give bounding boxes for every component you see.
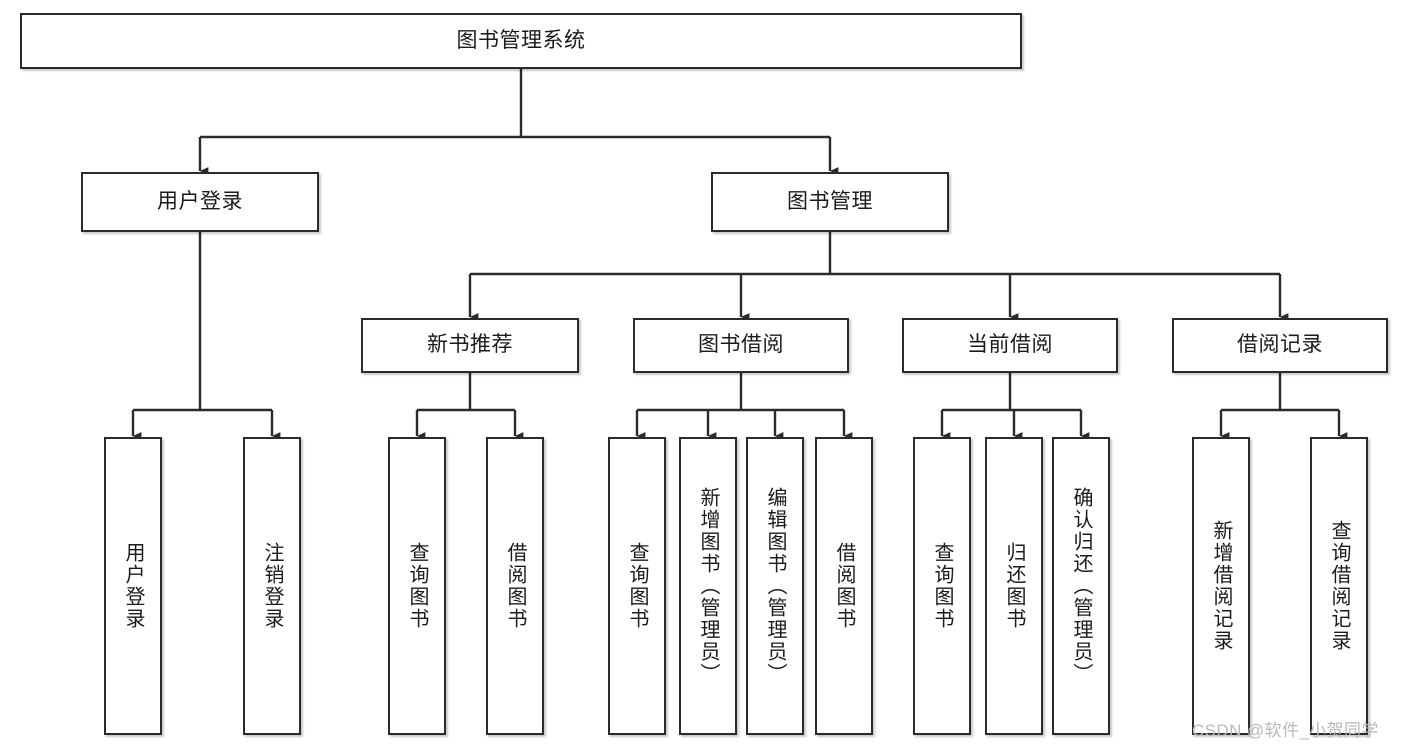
- node-box-leaf9[interactable]: 查询图书: [913, 437, 971, 735]
- node-box-leaf2[interactable]: 注销登录: [243, 437, 301, 735]
- node-box-leaf1[interactable]: 用户登录: [104, 437, 162, 735]
- node-label-newbook: 新书推荐: [427, 333, 513, 357]
- node-box-borrow[interactable]: 图书借阅: [633, 318, 849, 373]
- node-label-leaf2: 注销登录: [261, 542, 283, 630]
- node-box-records[interactable]: 借阅记录: [1172, 318, 1388, 373]
- node-label-borrow: 图书借阅: [698, 333, 784, 357]
- node-label-current: 当前借阅: [967, 333, 1053, 357]
- edge-group: [131, 69, 1348, 440]
- node-label-leaf13: 查询借阅记录: [1328, 520, 1350, 652]
- node-box-bookmgr[interactable]: 图书管理: [711, 172, 949, 232]
- node-label-leaf8: 借阅图书: [833, 542, 855, 630]
- node-box-leaf4[interactable]: 借阅图书: [486, 437, 544, 735]
- node-label-root: 图书管理系统: [456, 28, 586, 52]
- node-label-leaf10: 归还图书: [1003, 542, 1025, 630]
- node-box-leaf11[interactable]: 确认归还（管理员）: [1052, 437, 1110, 735]
- node-box-leaf12[interactable]: 新增借阅记录: [1192, 437, 1250, 735]
- node-label-leaf12: 新增借阅记录: [1210, 520, 1232, 652]
- node-label-records: 借阅记录: [1237, 333, 1323, 357]
- node-box-root[interactable]: 图书管理系统: [20, 13, 1022, 69]
- node-box-current[interactable]: 当前借阅: [902, 318, 1118, 373]
- node-label-login: 用户登录: [157, 189, 243, 213]
- node-box-newbook[interactable]: 新书推荐: [361, 318, 579, 373]
- node-box-leaf6[interactable]: 新增图书（管理员）: [679, 437, 737, 735]
- node-label-leaf5: 查询图书: [626, 542, 648, 630]
- node-label-leaf1: 用户登录: [122, 542, 144, 630]
- node-box-leaf3[interactable]: 查询图书: [388, 437, 446, 735]
- node-label-leaf6: 新增图书（管理员）: [697, 487, 719, 685]
- node-label-leaf11: 确认归还（管理员）: [1070, 487, 1092, 685]
- node-box-leaf5[interactable]: 查询图书: [608, 437, 666, 735]
- watermark-text: CSDN @软件_小贺同学: [1192, 721, 1379, 740]
- node-label-leaf4: 借阅图书: [504, 542, 526, 630]
- node-box-login[interactable]: 用户登录: [81, 172, 319, 232]
- node-label-bookmgr: 图书管理: [787, 189, 873, 213]
- node-label-leaf3: 查询图书: [406, 542, 428, 630]
- node-label-leaf7: 编辑图书（管理员）: [764, 487, 786, 685]
- node-box-leaf10[interactable]: 归还图书: [985, 437, 1043, 735]
- node-label-leaf9: 查询图书: [931, 542, 953, 630]
- node-box-leaf8[interactable]: 借阅图书: [815, 437, 873, 735]
- node-box-leaf13[interactable]: 查询借阅记录: [1310, 437, 1368, 735]
- node-box-leaf7[interactable]: 编辑图书（管理员）: [746, 437, 804, 735]
